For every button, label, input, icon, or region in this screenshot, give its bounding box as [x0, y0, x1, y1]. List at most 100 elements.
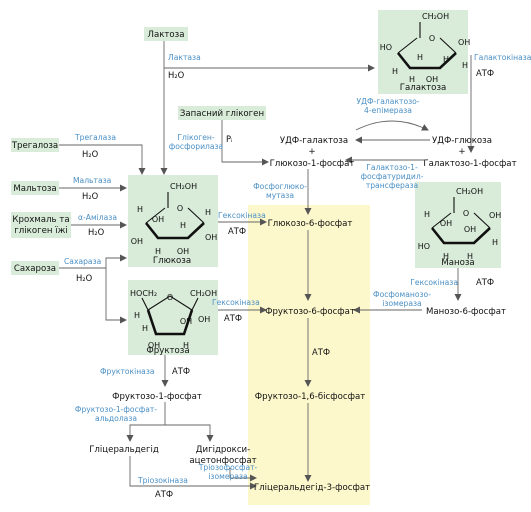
svg-text:OH: OH — [205, 233, 217, 242]
dhap-label-2: ацетонфосфат — [189, 456, 256, 466]
sucrose-box — [11, 261, 59, 275]
svg-text:O: O — [177, 204, 183, 213]
mannose-label: Маноза — [441, 258, 474, 268]
svg-text:OH: OH — [148, 341, 160, 350]
lactose-label: Лактоза — [147, 30, 184, 40]
svg-text:OH: OH — [131, 237, 143, 246]
svg-text:CH₂OH: CH₂OH — [170, 182, 197, 191]
svg-text:H: H — [409, 75, 415, 84]
svg-text:OH: OH — [426, 75, 438, 84]
hexokinase-mannose-atp: АТФ — [476, 277, 494, 287]
svg-text:H: H — [417, 53, 423, 62]
glycogen-pi: Pᵢ — [226, 134, 233, 144]
svg-text:H: H — [155, 247, 161, 256]
lactase-water: H₂O — [168, 70, 185, 80]
galactose-label: Галактоза — [400, 83, 447, 93]
starch-box — [11, 212, 71, 238]
hexokinase-fructose: Гексокіназа — [212, 298, 260, 307]
glycolysis-band — [248, 205, 370, 505]
svg-text:OH: OH — [458, 38, 470, 47]
svg-text:CH₂OH: CH₂OH — [190, 289, 217, 298]
svg-text:H: H — [183, 341, 189, 350]
maltose-label: Мальтоза — [13, 184, 56, 194]
udp-galactose-label: УДФ-галактоза — [280, 136, 348, 146]
phosphomannose-isomerase-2: ізомераза — [382, 299, 421, 308]
uridylyltransferase-3: трансфераза — [366, 181, 418, 190]
amylase-enzyme: α-Амілаза — [78, 213, 117, 222]
sucrase-water: H₂O — [76, 273, 93, 283]
fructokinase-enzyme: Фруктокіназа — [100, 367, 155, 376]
svg-text:OH: OH — [198, 315, 210, 324]
pfk-atp: АТФ — [312, 347, 330, 357]
epimerase-2: 4-епімераза — [364, 106, 412, 115]
trehalase-water: H₂O — [82, 149, 99, 159]
glucose-6p-label: Глюкозо-6-фосфат — [268, 219, 353, 229]
fructose-label: Фруктоза — [146, 346, 189, 356]
fructose-16bp-label: Фруктозо-1,6-бісфосфат — [255, 392, 365, 402]
svg-text:OH: OH — [180, 317, 192, 326]
hexokinase-fructose-atp: АТФ — [224, 313, 242, 323]
triosekinase-atp: АТФ — [155, 489, 173, 499]
lactose-box — [144, 27, 188, 41]
svg-text:OH: OH — [464, 225, 476, 234]
svg-text:H: H — [467, 252, 473, 261]
fructose-1p-label: Фруктозо-1-фосфат — [112, 392, 202, 402]
svg-text:H: H — [137, 205, 143, 214]
phosphomannose-isomerase-1: Фосфоманозо- — [373, 290, 431, 299]
svg-text:OH: OH — [152, 215, 164, 224]
uridylyltransferase-1: Галактозо-1- — [366, 163, 418, 172]
tpi-2: ізомераза — [208, 472, 247, 481]
maltase-enzyme: Мальтаза — [73, 176, 111, 185]
sucrose-label: Сахароза — [14, 264, 56, 274]
aldolase-1: Фруктозо-1-фосфат- — [75, 405, 157, 414]
galactokinase-enzyme: Галактокіназа — [474, 53, 531, 62]
glucose-label: Глюкоза — [153, 256, 191, 266]
glycogen-phosphorylase-1: Глікоген- — [177, 133, 214, 142]
mannose-structure: O CH₂OH H HO OH H OH H OH H Маноза — [418, 187, 502, 268]
glucose-structure: O CH₂OH H OH OH H H OH H OH Глюкоза — [131, 182, 218, 266]
fructokinase-atp: АТФ — [172, 366, 190, 376]
fructose-6p-label: Фруктозо-6-фосфат — [265, 307, 355, 317]
glycogen-label: Запасний глікоген — [180, 109, 264, 119]
svg-text:H: H — [424, 210, 430, 219]
svg-text:H: H — [462, 61, 468, 70]
trehalase-enzyme: Трегалаза — [74, 133, 116, 142]
trehalose-label: Трегалоза — [11, 141, 58, 151]
gap-label: Гліцеральдегід-3-фосфат — [254, 483, 370, 493]
aldolase-2: альдолаза — [95, 414, 137, 423]
sucrase-enzyme: Сахараза — [64, 257, 101, 266]
udp-glucose-plus: + — [458, 147, 465, 157]
maltose-box — [11, 181, 59, 195]
hexokinase-glucose: Гексокіназа — [218, 211, 266, 220]
starch-label-1: Крохмаль та — [12, 215, 69, 225]
svg-text:H: H — [134, 311, 140, 320]
mannose-6p-label: Манозо-6-фосфат — [426, 307, 506, 317]
svg-text:CH₂OH: CH₂OH — [422, 12, 449, 21]
svg-text:O: O — [429, 34, 435, 43]
glyceraldehyde-label: Гліцеральдегід — [89, 445, 159, 455]
svg-text:O: O — [167, 293, 173, 302]
svg-text:H: H — [392, 67, 398, 76]
svg-text:CH₂OH: CH₂OH — [456, 187, 483, 196]
hexokinase-glucose-atp: АТФ — [228, 226, 246, 236]
svg-text:H: H — [443, 252, 449, 261]
phosphoglucomutase-2: мутаза — [266, 191, 294, 200]
phosphoglucomutase-1: Фосфоглюко- — [253, 182, 307, 191]
glucose-box — [128, 175, 218, 267]
udp-galactose-plus: + — [308, 147, 315, 157]
udp-glucose-label: УДФ-глюкоза — [432, 136, 492, 146]
galactose-box — [378, 10, 468, 94]
glycogen-phosphorylase-2: фосфорилаза — [169, 142, 223, 151]
svg-text:HOCH₂: HOCH₂ — [130, 289, 157, 298]
svg-text:OH: OH — [440, 219, 452, 228]
amylase-water: H₂O — [88, 227, 105, 237]
galactokinase-atp: АТФ — [476, 68, 494, 78]
svg-text:O: O — [463, 209, 469, 218]
svg-text:OH: OH — [177, 247, 189, 256]
galactose-1p-label: Галактозо-1-фосфат — [423, 159, 516, 169]
uridylyltransferase-2: фосфатуридил- — [361, 172, 424, 181]
svg-text:H: H — [443, 55, 449, 64]
starch-label-2: глікоген їжі — [14, 226, 68, 236]
triosekinase-enzyme: Тріозокіназа — [137, 476, 188, 485]
